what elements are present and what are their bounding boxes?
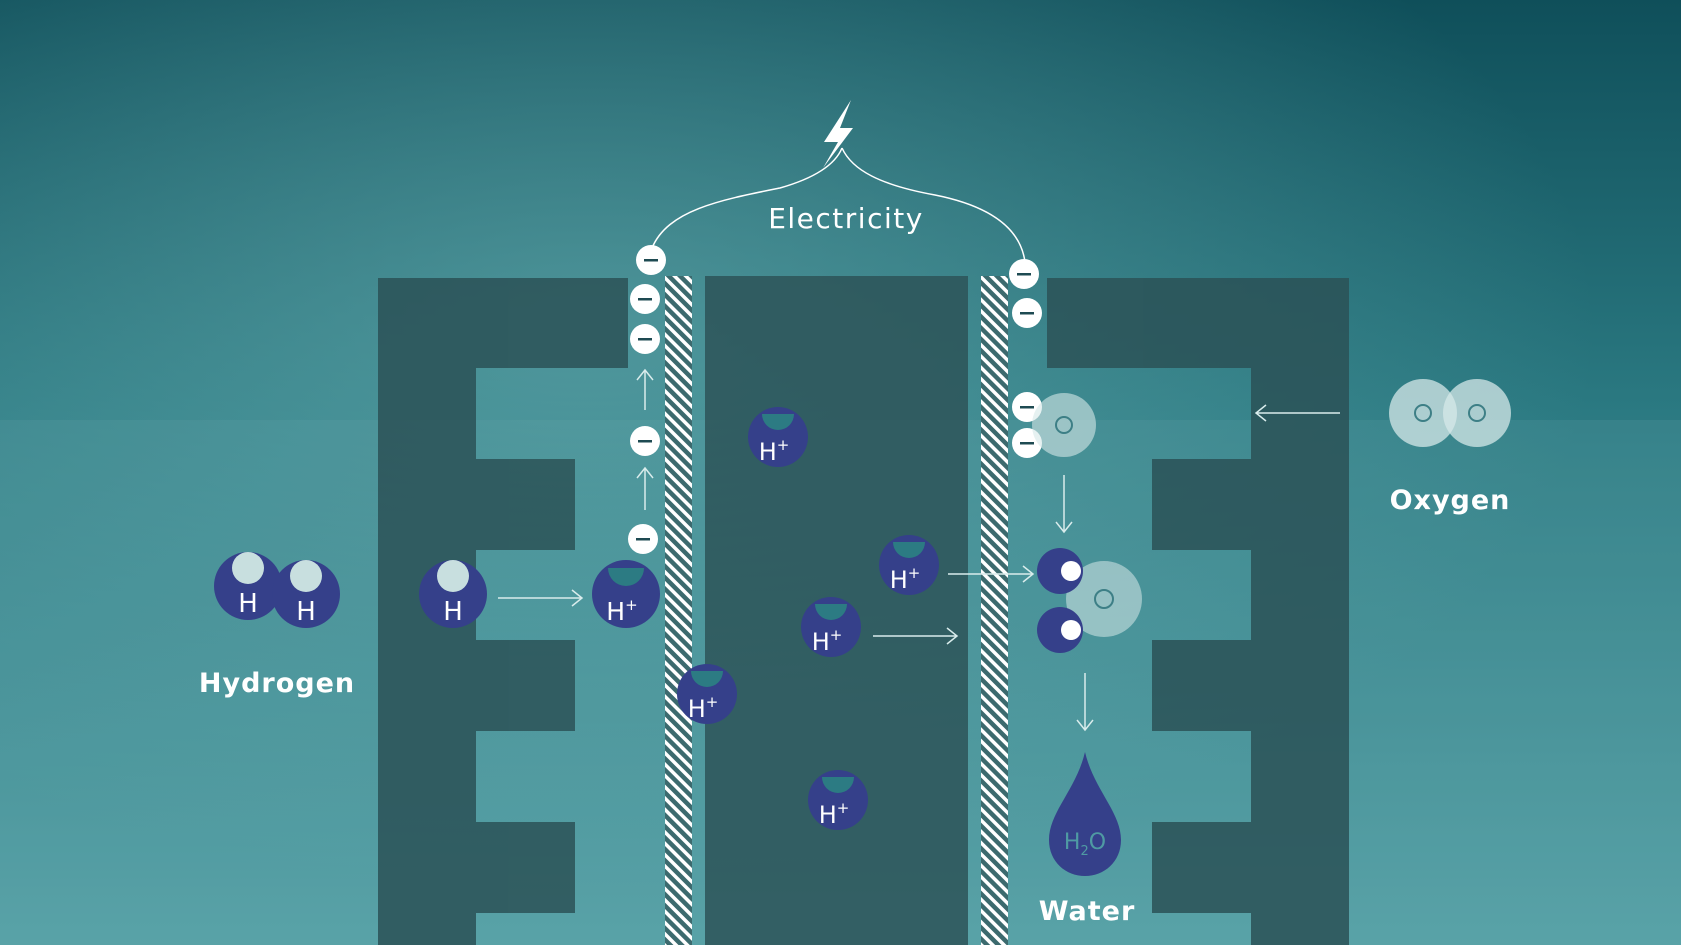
svg-text:H+: H+ bbox=[819, 799, 850, 829]
svg-text:H+: H+ bbox=[759, 436, 790, 466]
proton: H+ bbox=[592, 560, 660, 628]
anode-catalyst-layer bbox=[665, 276, 692, 945]
up-arrow bbox=[636, 466, 654, 510]
svg-text:H: H bbox=[296, 597, 316, 627]
water-molecule-forming bbox=[1037, 548, 1142, 653]
right-arrow bbox=[948, 565, 1035, 583]
proton: H+ bbox=[677, 664, 737, 724]
water-label: Water bbox=[1039, 896, 1136, 927]
up-arrow bbox=[636, 368, 654, 410]
left-arrow bbox=[1254, 404, 1340, 422]
hydrogen-molecule: H H bbox=[214, 552, 340, 628]
down-arrow bbox=[1055, 475, 1073, 534]
hydrogen-label: Hydrogen bbox=[199, 668, 355, 699]
proton: H+ bbox=[808, 770, 868, 830]
svg-text:H+: H+ bbox=[606, 596, 637, 626]
cathode-catalyst-layer bbox=[981, 276, 1008, 945]
svg-text:H: H bbox=[443, 597, 463, 627]
electron bbox=[630, 324, 660, 354]
proton: H+ bbox=[879, 535, 939, 595]
electron bbox=[630, 284, 660, 314]
electron bbox=[1009, 259, 1039, 289]
right-arrow bbox=[873, 627, 959, 645]
cathode-electrode bbox=[1047, 278, 1349, 945]
electron bbox=[630, 426, 660, 456]
svg-text:H2O: H2O bbox=[1064, 830, 1106, 859]
electron bbox=[628, 524, 658, 554]
hydrogen-atom: H bbox=[419, 560, 487, 628]
down-arrow bbox=[1076, 673, 1094, 732]
anode-electrode bbox=[378, 278, 628, 945]
proton: H+ bbox=[748, 407, 808, 467]
lightning-bolt-icon bbox=[823, 100, 853, 168]
svg-text:H+: H+ bbox=[688, 693, 719, 723]
electricity-label: Electricity bbox=[768, 202, 924, 235]
hydrogen-atom: H bbox=[272, 560, 340, 628]
flow-arrows bbox=[498, 368, 1340, 732]
svg-text:H+: H+ bbox=[890, 564, 921, 594]
water-droplet-icon: H2O bbox=[1049, 752, 1121, 876]
proton: H+ bbox=[801, 597, 861, 657]
oxygen-atom bbox=[1032, 393, 1096, 457]
right-arrow bbox=[498, 589, 584, 607]
hydrogen-atom: H bbox=[214, 552, 282, 620]
svg-text:H+: H+ bbox=[812, 626, 843, 656]
electron bbox=[1012, 298, 1042, 328]
oxygen-label: Oxygen bbox=[1390, 485, 1511, 516]
oxygen-molecule bbox=[1389, 379, 1511, 447]
electric-circuit bbox=[651, 147, 1026, 263]
svg-text:H: H bbox=[238, 589, 258, 619]
electron bbox=[636, 245, 666, 275]
